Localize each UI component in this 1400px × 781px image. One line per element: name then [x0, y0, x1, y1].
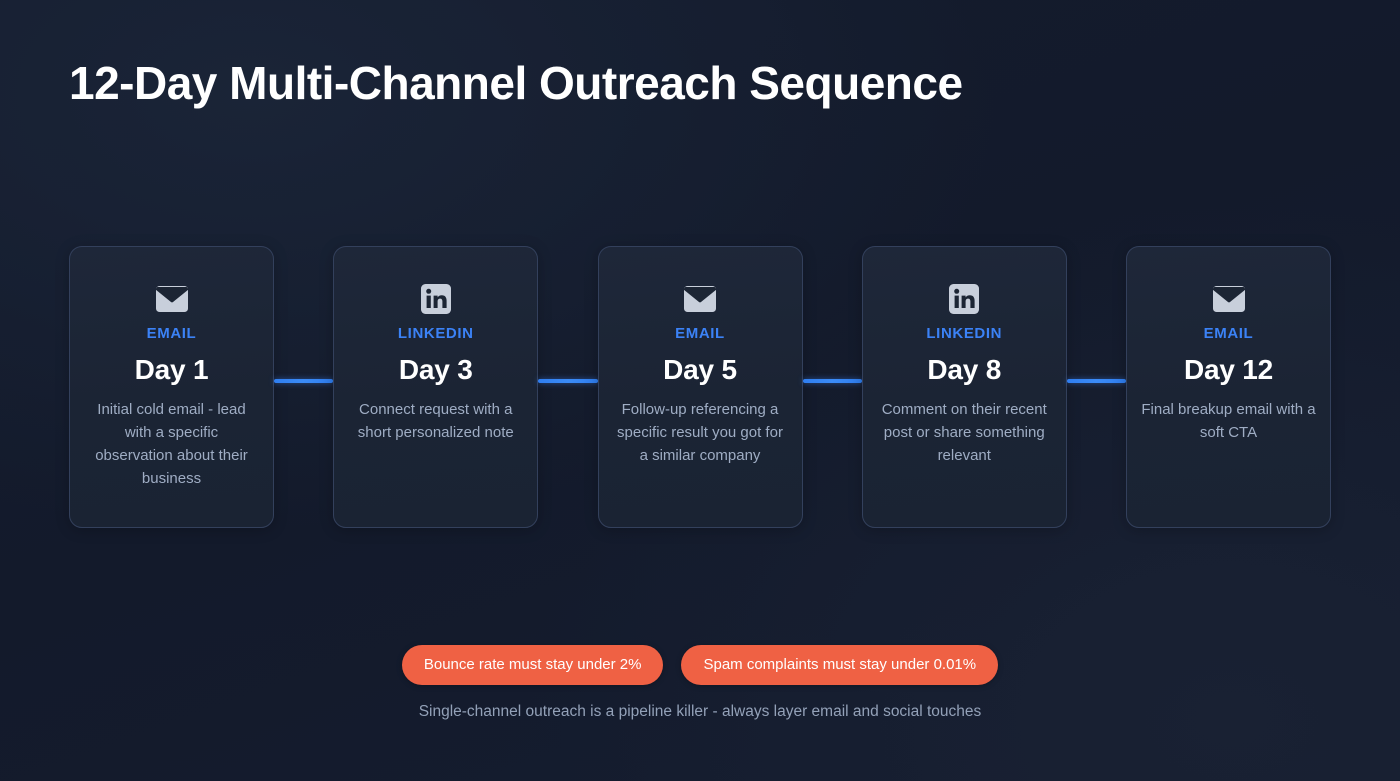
timeline-connector	[274, 246, 334, 528]
channel-label: EMAIL	[1203, 325, 1254, 342]
warning-pills: Bounce rate must stay under 2% Spam comp…	[0, 645, 1400, 685]
page-title: 12-Day Multi-Channel Outreach Sequence	[69, 57, 963, 109]
day-label: Day 1	[134, 354, 209, 385]
step-description: Initial cold email - lead with a specifi…	[95, 401, 248, 488]
step-description: Final breakup email with a soft CTA	[1141, 401, 1316, 442]
channel-label: EMAIL	[146, 325, 197, 342]
envelope-icon	[84, 283, 259, 315]
day-label: Day 5	[663, 354, 737, 385]
outreach-timeline: EMAIL Day 1 Initial cold email - lead wi…	[69, 246, 1331, 528]
day-label: Day 12	[1183, 354, 1274, 385]
timeline-step-card[interactable]: LINKEDIN Day 8 Comment on their recent p…	[861, 246, 1067, 528]
connector-line	[802, 379, 862, 383]
timeline-step-card[interactable]: EMAIL Day 1 Initial cold email - lead wi…	[69, 246, 274, 528]
channel-label: LINKEDIN	[926, 325, 1003, 342]
timeline-step-card[interactable]: EMAIL Day 5 Follow-up referencing a spec…	[597, 246, 803, 528]
step-description: Follow-up referencing a specific result …	[617, 401, 783, 465]
envelope-icon	[613, 283, 788, 315]
day-label: Day 3	[398, 354, 473, 385]
connector-line	[274, 379, 334, 383]
linkedin-icon	[348, 283, 523, 315]
timeline-step-card[interactable]: LINKEDIN Day 3 Connect request with a sh…	[333, 246, 539, 528]
timeline-connector	[802, 246, 862, 528]
status-badge: Spam complaints must stay under 0.01%	[681, 645, 999, 685]
linkedin-icon	[877, 283, 1052, 315]
footer-note: Single-channel outreach is a pipeline ki…	[418, 703, 982, 720]
channel-label: EMAIL	[675, 325, 725, 342]
envelope-icon	[1141, 283, 1316, 315]
timeline-connector	[538, 246, 598, 528]
day-label: Day 8	[927, 354, 1002, 385]
channel-label: LINKEDIN	[397, 325, 474, 342]
step-description: Connect request with a short personalize…	[357, 401, 514, 442]
connector-line	[538, 379, 598, 383]
status-badge: Bounce rate must stay under 2%	[401, 645, 664, 685]
timeline-connector	[1066, 246, 1126, 528]
connector-line	[1066, 379, 1126, 383]
step-description: Comment on their recent post or share so…	[881, 401, 1047, 465]
timeline-step-card[interactable]: EMAIL Day 12 Final breakup email with a …	[1126, 246, 1331, 528]
